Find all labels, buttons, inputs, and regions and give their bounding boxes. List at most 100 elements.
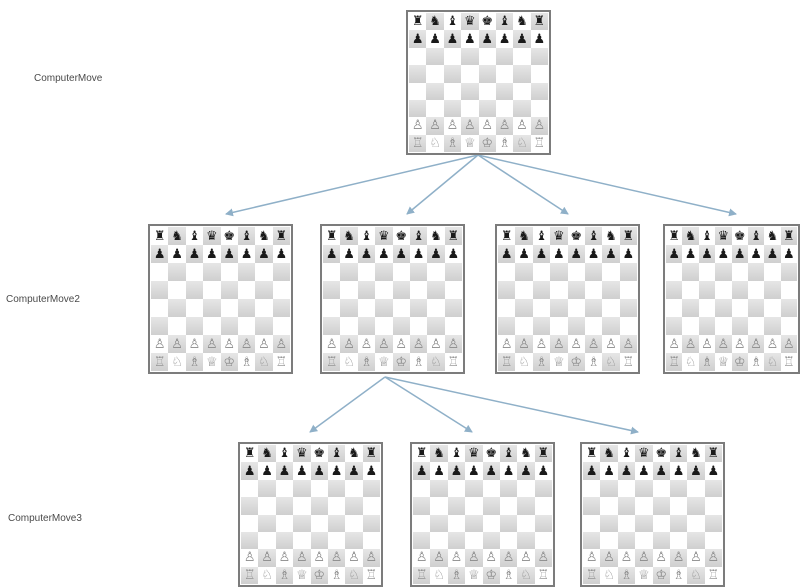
- board-square: [600, 480, 617, 497]
- board-square: [666, 263, 682, 281]
- board-square: [748, 299, 764, 317]
- chess-piece-icon: ♗: [500, 567, 517, 584]
- board-square: [479, 65, 496, 82]
- chess-piece-icon: ♟: [479, 30, 496, 47]
- chess-piece-icon: ♟: [670, 462, 687, 479]
- chess-piece-icon: ♜: [666, 227, 682, 245]
- board-square: [635, 532, 652, 549]
- chess-piece-icon: ♔: [393, 353, 410, 371]
- chess-piece-icon: ♟: [781, 245, 797, 263]
- board-square: [444, 48, 461, 65]
- board-square: [444, 83, 461, 100]
- board-square: [255, 299, 272, 317]
- chess-piece-icon: ♙: [273, 335, 290, 353]
- board-square: [517, 515, 534, 532]
- chess-piece-icon: ♙: [465, 549, 482, 566]
- board-square: [221, 263, 238, 281]
- board-square: [273, 299, 290, 317]
- board-level3-1: ♜♞♝♛♚♝♞♜♟♟♟♟♟♟♟♟♙♙♙♙♙♙♙♙♖♘♗♕♔♗♘♖: [238, 442, 383, 587]
- edge-root-to-child-3: [478, 155, 568, 214]
- chess-piece-icon: ♖: [705, 567, 722, 584]
- board-square: [258, 532, 275, 549]
- board-square: [533, 263, 550, 281]
- chess-piece-icon: ♖: [666, 353, 682, 371]
- chess-piece-icon: ♗: [238, 353, 255, 371]
- board-square: [531, 48, 548, 65]
- chess-piece-icon: ♜: [323, 227, 340, 245]
- chess-piece-icon: ♙: [732, 335, 748, 353]
- board-square: [258, 480, 275, 497]
- board-square: [273, 281, 290, 299]
- chess-piece-icon: ♕: [203, 353, 220, 371]
- edge-root-to-child-2: [407, 155, 478, 214]
- board-square: [363, 480, 380, 497]
- board-square: [276, 515, 293, 532]
- board-square: [666, 317, 682, 335]
- chess-piece-icon: ♟: [515, 245, 532, 263]
- board-level2-2: ♜♞♝♛♚♝♞♜♟♟♟♟♟♟♟♟♙♙♙♙♙♙♙♙♖♘♗♕♔♗♘♖: [320, 224, 465, 374]
- chess-piece-icon: ♗: [533, 353, 550, 371]
- chess-piece-icon: ♘: [764, 353, 780, 371]
- chess-piece-icon: ♚: [393, 227, 410, 245]
- board-square: [515, 263, 532, 281]
- board-square: [479, 48, 496, 65]
- board-square: [465, 480, 482, 497]
- board-square: [413, 497, 430, 514]
- chess-piece-icon: ♛: [550, 227, 567, 245]
- board-square: [515, 317, 532, 335]
- chess-piece-icon: ♚: [483, 445, 500, 462]
- board-square: [618, 480, 635, 497]
- chess-piece-icon: ♟: [345, 462, 362, 479]
- chess-piece-icon: ♝: [328, 445, 345, 462]
- chess-piece-icon: ♘: [682, 353, 698, 371]
- board-square: [426, 48, 443, 65]
- chess-piece-icon: ♙: [409, 117, 426, 134]
- board-square: [426, 83, 443, 100]
- chess-piece-icon: ♚: [732, 227, 748, 245]
- edge-root-to-child-4: [478, 155, 736, 214]
- board-square: [358, 299, 375, 317]
- board-square: [375, 317, 392, 335]
- chess-piece-icon: ♝: [699, 227, 715, 245]
- board-square: [715, 317, 731, 335]
- chess-piece-icon: ♖: [409, 135, 426, 152]
- board-square: [363, 515, 380, 532]
- chess-piece-icon: ♟: [168, 245, 185, 263]
- chess-piece-icon: ♙: [375, 335, 392, 353]
- chess-piece-icon: ♙: [276, 549, 293, 566]
- board-square: [682, 281, 698, 299]
- board-square: [241, 532, 258, 549]
- board-square: [781, 317, 797, 335]
- board-square: [635, 497, 652, 514]
- chess-piece-icon: ♟: [273, 245, 290, 263]
- chess-piece-icon: ♛: [293, 445, 310, 462]
- chess-piece-icon: ♟: [732, 245, 748, 263]
- board-square: [550, 299, 567, 317]
- board-square: [531, 65, 548, 82]
- board-square: [585, 263, 602, 281]
- chess-piece-icon: ♕: [461, 135, 478, 152]
- board-square: [653, 532, 670, 549]
- board-square: [781, 281, 797, 299]
- chess-piece-icon: ♖: [273, 353, 290, 371]
- chess-piece-icon: ♟: [340, 245, 357, 263]
- board-square: [500, 532, 517, 549]
- board-square: [151, 281, 168, 299]
- board-square: [241, 515, 258, 532]
- chess-piece-icon: ♙: [653, 549, 670, 566]
- chess-piece-icon: ♙: [328, 549, 345, 566]
- board-square: [682, 263, 698, 281]
- chess-piece-icon: ♟: [461, 30, 478, 47]
- board-square: [186, 281, 203, 299]
- chess-piece-icon: ♙: [602, 335, 619, 353]
- board-square: [705, 480, 722, 497]
- chess-piece-icon: ♕: [715, 353, 731, 371]
- chess-piece-icon: ♟: [533, 245, 550, 263]
- chess-piece-icon: ♙: [241, 549, 258, 566]
- chess-piece-icon: ♜: [409, 13, 426, 30]
- board-square: [358, 317, 375, 335]
- chess-piece-icon: ♙: [699, 335, 715, 353]
- board-square: [293, 480, 310, 497]
- chess-piece-icon: ♞: [682, 227, 698, 245]
- board-square: [375, 299, 392, 317]
